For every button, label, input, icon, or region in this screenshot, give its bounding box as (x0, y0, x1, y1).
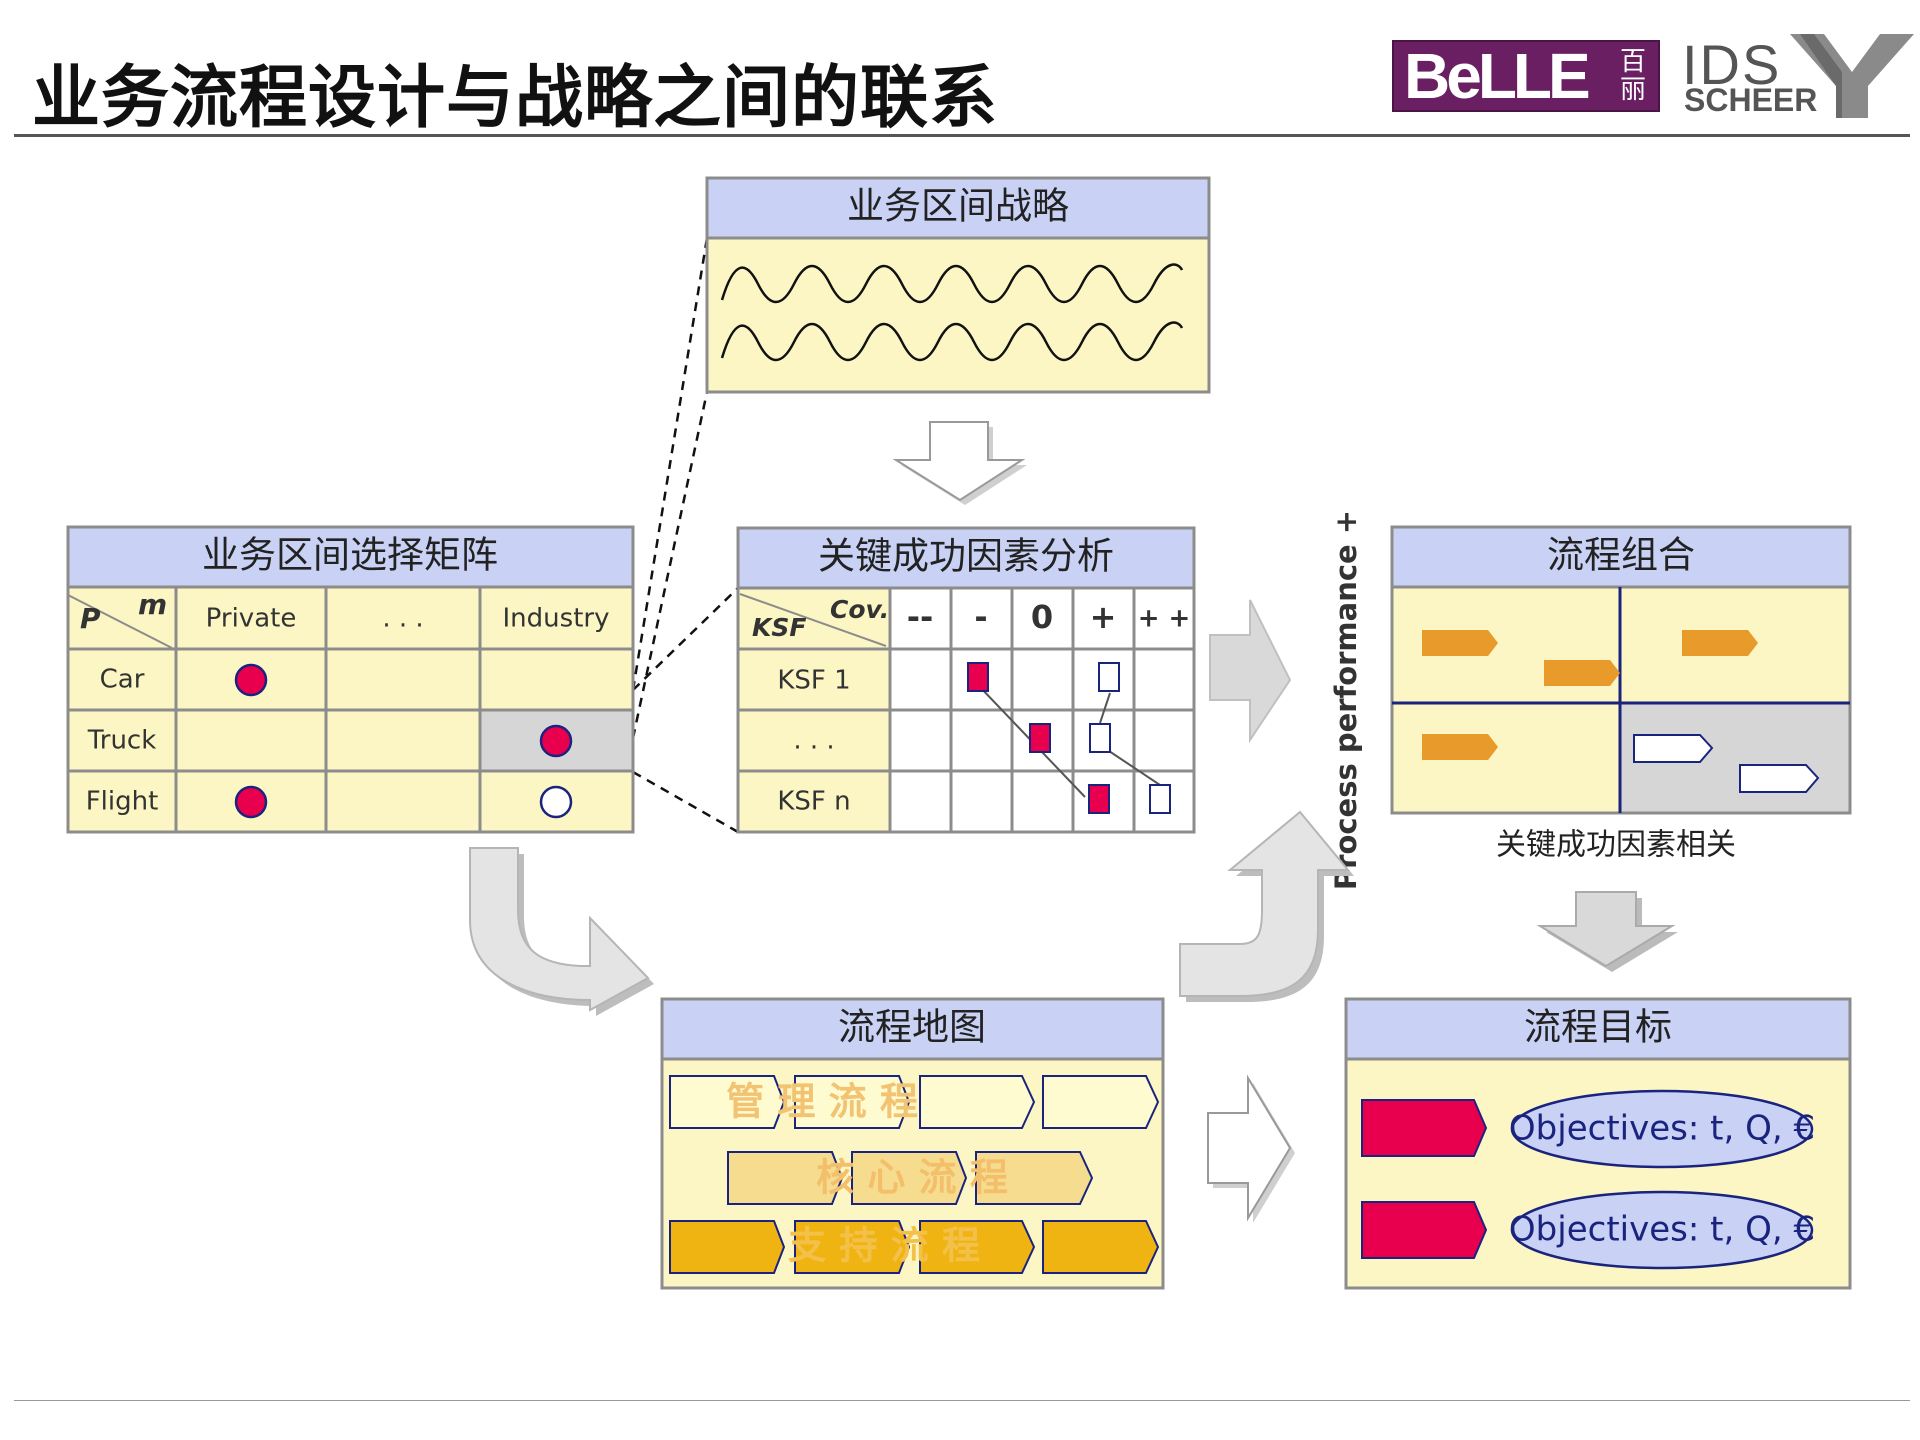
curved-arrow-map-icon (1179, 810, 1354, 1002)
strategy-box-header (705, 176, 1211, 240)
process-map: 流程地图 管 理 流 程 核 心 流 程 支 持 流 程 (660, 997, 1165, 1290)
goal-objective-text-1: Objectives: t, Q, € (1509, 1109, 1815, 1149)
ksf-marker-3-red (1088, 784, 1110, 814)
ksf-marker-1-empty (1098, 662, 1120, 692)
ids-scheer-logo: IDS SCHEER (1680, 33, 1916, 118)
dashed-connectors (631, 237, 739, 834)
portfolio-process-4 (1422, 734, 1498, 760)
process-layer-support: 支 持 流 程 (788, 1224, 980, 1268)
title-divider (14, 134, 1910, 137)
goal-objective-ellipse-1 (1510, 1089, 1814, 1169)
scheer-logo-text: SCHEER (1684, 82, 1818, 118)
wave-line-2 (720, 321, 1184, 362)
portfolio-process-6 (1739, 764, 1820, 793)
portfolio-caption: 关键成功因素相关 (1496, 828, 1736, 863)
ksf-marker-3-empty (1149, 784, 1171, 814)
matrix-corner-row-label: P (80, 602, 101, 635)
ksf-col-1: -- (907, 598, 934, 636)
matrix-col-industry: Industry (503, 604, 610, 634)
ksf-col-4: + (1090, 598, 1117, 636)
belle-logo-text: BeLLE (1404, 40, 1591, 112)
ksf-row-2: . . . (793, 726, 834, 756)
ksf-marker-1-red (967, 662, 989, 692)
ksf-header (736, 526, 1196, 590)
belle-logo: BeLLE 百丽 (1392, 40, 1660, 112)
ids-logo-text: IDS (1682, 33, 1782, 96)
strategy-box: 业务区间战略 (705, 176, 1211, 394)
marker-flight-private (234, 785, 268, 819)
portfolio-process-3 (1682, 630, 1758, 656)
process-layer-management: 管 理 流 程 (726, 1080, 918, 1124)
portfolio-header (1390, 525, 1852, 589)
matrix-corner-col-label: m (138, 588, 167, 621)
matrix-row-flight: Flight (86, 787, 159, 817)
page-title: 业务流程设计与战略之间的联系 (32, 59, 999, 138)
marker-car-private (234, 663, 268, 697)
ksf-corner-col-label: Cov. (830, 595, 889, 624)
wave-line-1 (720, 263, 1184, 304)
ksf-col-2: - (974, 598, 987, 636)
process-goals-title: 流程目标 (1524, 1006, 1672, 1049)
down-arrow-portfolio-icon (1536, 891, 1678, 972)
goal-objective-text-2: Objectives: t, Q, € (1509, 1210, 1815, 1250)
matrix-row-car: Car (100, 665, 145, 695)
business-matrix: 业务区间选择矩阵 P m Private . . . Industry Car … (66, 525, 635, 834)
ids-y-mark-icon (1790, 34, 1914, 118)
ksf-col-5: + + (1138, 604, 1191, 634)
marker-flight-industry-empty (539, 785, 573, 819)
portfolio-process-1 (1422, 630, 1498, 656)
matrix-row-truck: Truck (87, 726, 157, 756)
goal-process-2 (1361, 1201, 1488, 1259)
portfolio-process-2 (1544, 660, 1620, 686)
ksf-marker-2-empty (1089, 723, 1111, 753)
ksf-analysis: 关键成功因素分析 KSF Cov. -- - 0 + + + KSF 1 . .… (736, 526, 1196, 834)
process-portfolio: 流程组合 Process performance + 关键成功因素相关 (1329, 510, 1852, 890)
process-goals: 流程目标 Objectives: t, Q, € Objectives: t, … (1344, 997, 1852, 1290)
matrix-col-private: Private (206, 604, 297, 634)
footer-divider (14, 1400, 1910, 1401)
ksf-corner-row-label: KSF (752, 613, 806, 642)
goal-process-1 (1361, 1099, 1488, 1157)
process-map-title: 流程地图 (838, 1006, 986, 1049)
down-arrow-strategy-icon (892, 421, 1027, 505)
portfolio-process-5 (1633, 734, 1714, 763)
ksf-row-3: KSF n (777, 787, 850, 817)
portfolio-title: 流程组合 (1547, 534, 1695, 577)
matrix-title: 业务区间选择矩阵 (202, 534, 498, 577)
matrix-header (66, 525, 635, 589)
marker-truck-industry (539, 724, 573, 758)
process-layer-core: 核 心 流 程 (816, 1156, 1008, 1200)
right-arrow-map-icon (1207, 1074, 1295, 1223)
belle-logo-cn: 百丽 (1620, 47, 1647, 105)
ksf-col-3: 0 (1031, 598, 1053, 636)
matrix-col-dots: . . . (382, 604, 423, 634)
ksf-title: 关键成功因素分析 (818, 535, 1114, 578)
goal-objective-ellipse-2 (1510, 1190, 1814, 1270)
ksf-marker-2-red (1029, 723, 1051, 753)
right-arrow-ksf-icon (1209, 599, 1292, 744)
strategy-box-title: 业务区间战略 (847, 185, 1069, 228)
curved-arrow-matrix-icon (469, 847, 654, 1016)
portfolio-y-axis-label: Process performance + (1329, 510, 1363, 890)
ksf-row-1: KSF 1 (777, 666, 850, 696)
